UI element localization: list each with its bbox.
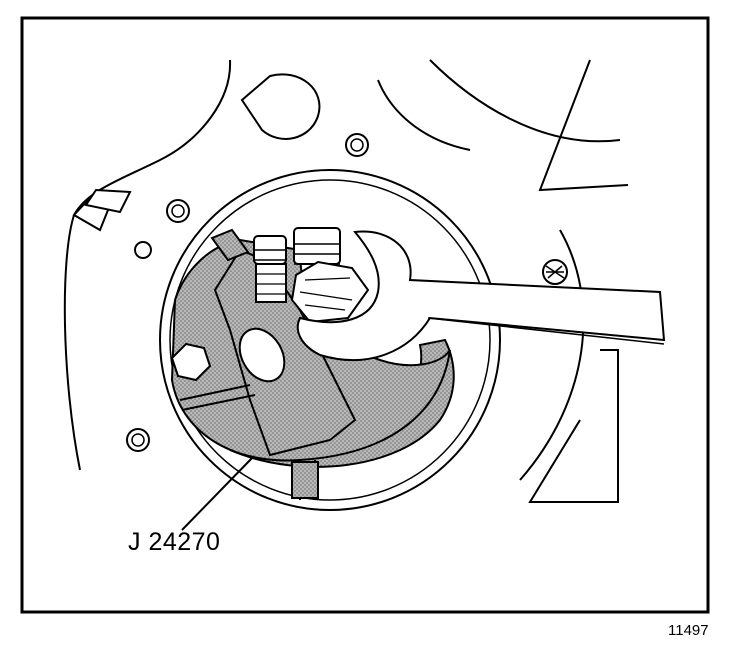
upper-arc-right <box>429 59 621 143</box>
wrench-edge <box>427 317 665 345</box>
bolt-hole <box>166 199 190 223</box>
tool-oval-slot <box>238 327 286 383</box>
crank-web-lines <box>179 384 319 501</box>
upper-arc-left <box>377 79 471 151</box>
tool-callout-label: J 24270 <box>128 528 221 556</box>
wrench <box>296 230 666 362</box>
stud-right <box>542 259 568 285</box>
crank-bolt-small <box>253 235 287 303</box>
bore-inner <box>169 179 491 501</box>
callout-leader-line <box>181 455 255 531</box>
block-tab <box>84 188 132 214</box>
upper-slanted-edge <box>538 59 629 192</box>
upper-shaft <box>210 228 250 262</box>
figure-frame <box>20 16 710 614</box>
figure-number: 11497 <box>668 622 709 639</box>
bolt-hole <box>126 428 150 452</box>
right-bracket <box>528 349 619 503</box>
crank-bolt-large <box>290 227 370 324</box>
bore-outer <box>159 169 501 511</box>
small-hex-nut <box>170 342 212 382</box>
right-block-arc <box>519 229 585 481</box>
teardrop-cutout <box>240 73 321 140</box>
small-hole <box>134 241 152 259</box>
bolt-hole <box>345 133 369 157</box>
lower-shaft <box>291 461 319 499</box>
